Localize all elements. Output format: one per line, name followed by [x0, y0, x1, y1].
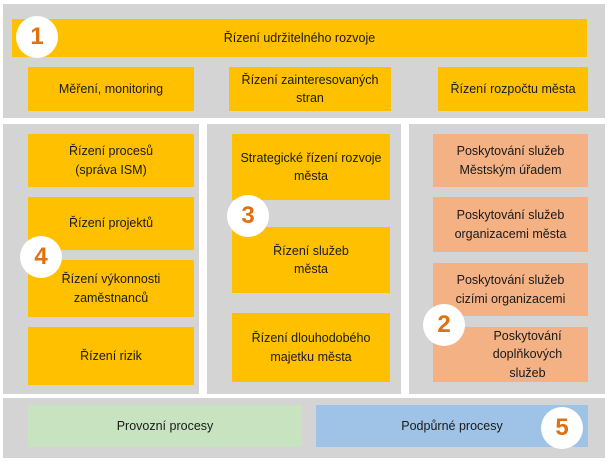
operational-processes-box: Provozní procesy — [28, 405, 302, 447]
services-by-external-organizations-box: Poskytování služeb cizími organizacemi — [433, 263, 588, 316]
stakeholder-management-box: Řízení zainteresovaných stran — [229, 67, 391, 111]
risk-management-box: Řízení rizik — [28, 327, 194, 385]
city-budget-box: Řízení rozpočtu města — [438, 67, 588, 111]
sustainable-development-box: Řízení udržitelného rozvoje — [12, 19, 587, 57]
long-term-assets-box: Řízení dlouhodobého majetku města — [232, 313, 390, 382]
badge-3: 3 — [227, 195, 269, 237]
badge-5: 5 — [541, 407, 583, 449]
complementary-services-box: Poskytování doplňkových služeb — [433, 327, 588, 382]
services-by-municipal-office-box: Poskytování služeb Městským úřadem — [433, 134, 588, 187]
services-by-city-organizations-box: Poskytování služeb organizacemi města — [433, 197, 588, 252]
badge-1: 1 — [16, 16, 58, 58]
measurement-monitoring-box: Měření, monitoring — [28, 67, 194, 111]
badge-4: 4 — [20, 236, 62, 278]
badge-2: 2 — [423, 304, 465, 346]
city-services-box: Řízení služeb města — [232, 227, 390, 293]
strategic-development-box: Strategické řízení rozvoje města — [232, 134, 390, 200]
process-management-box: Řízení procesů (správa ISM) — [28, 134, 194, 187]
